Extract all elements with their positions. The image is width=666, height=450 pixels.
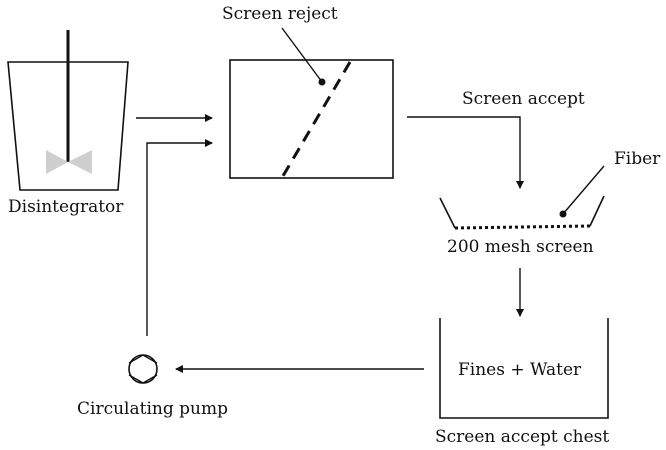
disintegrator-label: Disintegrator xyxy=(8,197,124,217)
mesh-screen-label: 200 mesh screen xyxy=(447,237,594,257)
mesh-screen-left-wall xyxy=(439,197,456,229)
mesh-screen-dotted xyxy=(454,224,591,230)
screen-reject-pointer xyxy=(281,27,323,83)
impeller-icon-right xyxy=(68,150,92,174)
pump-icon xyxy=(128,354,158,384)
mesh-screen-right-wall xyxy=(589,195,605,227)
screen-reject-dot xyxy=(318,78,326,86)
accept-chest-label: Screen accept chest xyxy=(435,427,610,447)
disintegrator-tank xyxy=(7,61,129,191)
fiber-dot xyxy=(559,210,567,218)
screen-box xyxy=(229,59,394,179)
flow-screen-accept xyxy=(407,116,524,189)
screen-reject-label: Screen reject xyxy=(222,4,338,24)
fiber-label: Fiber xyxy=(614,149,661,169)
accept-chest xyxy=(439,318,609,419)
pump-impeller-marks xyxy=(128,354,158,384)
fiber-pointer xyxy=(562,165,605,215)
screen-plate-dashed xyxy=(281,61,352,177)
circulating-pump-label: Circulating pump xyxy=(77,399,228,419)
fines-water-label: Fines + Water xyxy=(458,360,582,380)
impeller-icon xyxy=(46,150,68,174)
screen-accept-label: Screen accept xyxy=(462,89,585,109)
flow-recirculation-line xyxy=(146,139,213,336)
